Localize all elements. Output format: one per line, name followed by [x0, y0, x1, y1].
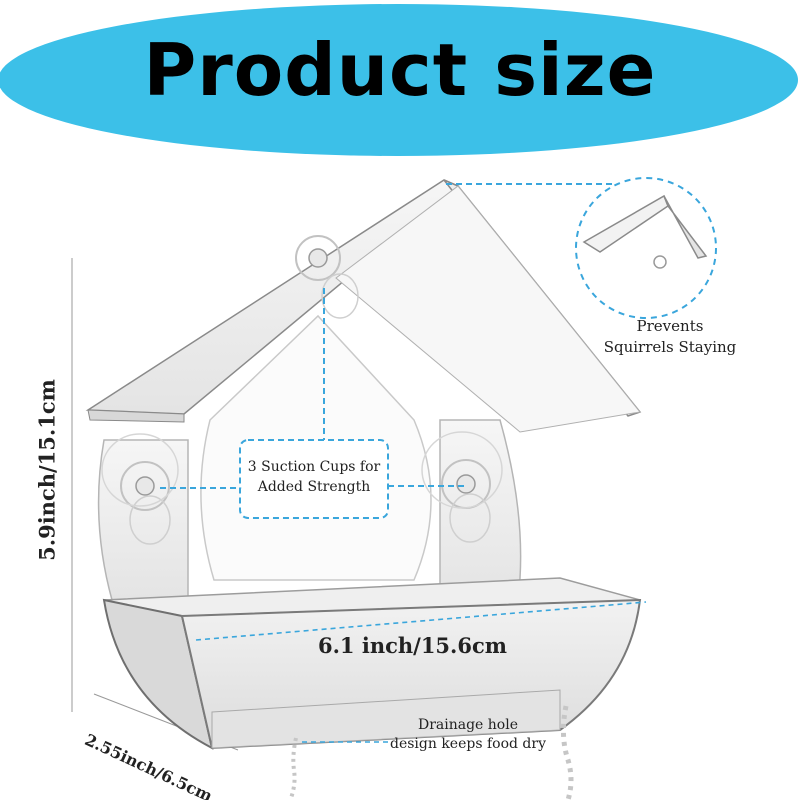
roof-callout-leader	[446, 177, 717, 319]
roof-callout-line2: Squirrels Staying	[603, 338, 737, 356]
drainage-callout-line2: design keeps food dry	[389, 736, 546, 752]
suction-callout-box	[160, 288, 464, 519]
banner-background	[0, 4, 798, 156]
suction-callout-line1: 3 Suction Cups for	[247, 459, 381, 475]
width-label: 6.1 inch/15.6cm	[318, 633, 507, 658]
suction-cup-right	[421, 431, 503, 543]
suction-cup-top	[295, 235, 359, 319]
roof-callout-text: Prevents Squirrels Staying	[600, 316, 740, 358]
drainage-callout-line1: Drainage hole	[417, 717, 518, 733]
water-drops-left	[289, 737, 298, 799]
feeder-tray	[102, 577, 642, 750]
suction-callout-line2: Added Strength	[257, 479, 371, 495]
drainage-callout-text: Drainage hole design keeps food dry	[388, 716, 548, 754]
suction-callout-text: 3 Suction Cups for Added Strength	[244, 457, 384, 497]
suction-cup-left	[101, 433, 179, 545]
page-title: Product size	[143, 28, 657, 112]
feeder-roof	[85, 179, 642, 433]
water-drops-right	[560, 705, 574, 800]
height-label: 5.9inch/15.1cm	[34, 379, 60, 561]
roof-callout-line1: Prevents	[636, 317, 704, 335]
width-dashed-line	[195, 601, 647, 641]
